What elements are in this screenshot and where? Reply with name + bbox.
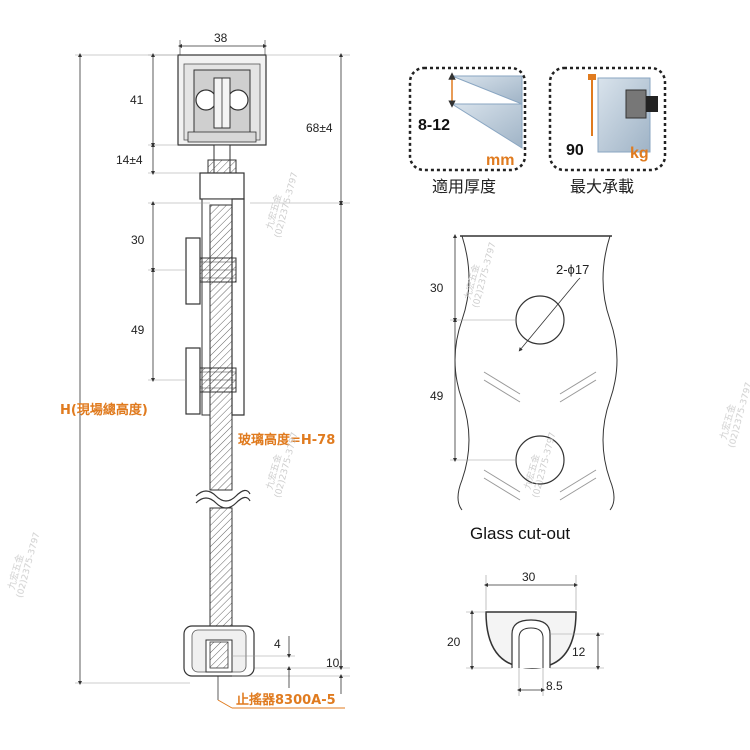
total-height-label: H(現場總高度) [60,402,148,418]
dim-bottom-4: 4 [274,637,281,651]
hole-label: 2-ϕ17 [556,262,589,277]
side-view: H(現場總高度) 38 41 14±4 [60,31,350,709]
load-badge: 90 kg [548,66,667,172]
watermark-group: 九宏五金 (02)2375-3797 九宏五金 (02)2375-3797 九宏… [5,171,750,599]
glass-cutout: 2-ϕ17 30 49 [430,234,618,511]
thickness-unit: mm [486,152,514,169]
thickness-caption: 適用厚度 [432,177,496,196]
load-caption: 最大承載 [570,177,634,196]
cutout-dim-spacing: 49 [430,389,444,403]
glass-cutout-title: Glass cut-out [470,524,570,543]
bottom-guide [183,625,255,700]
dim-bottom-10: 10 [326,656,340,670]
guide-dim-slot-height: 12 [572,645,586,659]
load-unit: kg [630,145,649,162]
bolt-lower [185,347,237,415]
thickness-value: 8-12 [418,117,450,134]
dim-hole2: 49 [131,323,145,337]
dim-gap: 14±4 [116,153,143,167]
hanger-bolt [207,144,237,174]
guide-dim-height: 20 [447,635,461,649]
dim-top-width: 38 [214,31,228,45]
guide-label: 止搖器8300A-5 [236,692,336,708]
load-value: 90 [566,142,584,159]
track-profile [177,54,267,146]
dim-hanger: 68±4 [306,121,333,135]
glass-height-label: 玻璃高度=H-78 [238,432,335,448]
dim-track: 41 [130,93,144,107]
dim-hole1: 30 [131,233,145,247]
guide-section: 30 20 12 8.5 [447,570,604,696]
cutout-dim-top: 30 [430,281,444,295]
thickness-badge: 8-12 mm [408,66,527,172]
guide-dim-slot-width: 8.5 [546,679,563,693]
bolt-upper [185,237,237,305]
guide-dim-width: 30 [522,570,536,584]
